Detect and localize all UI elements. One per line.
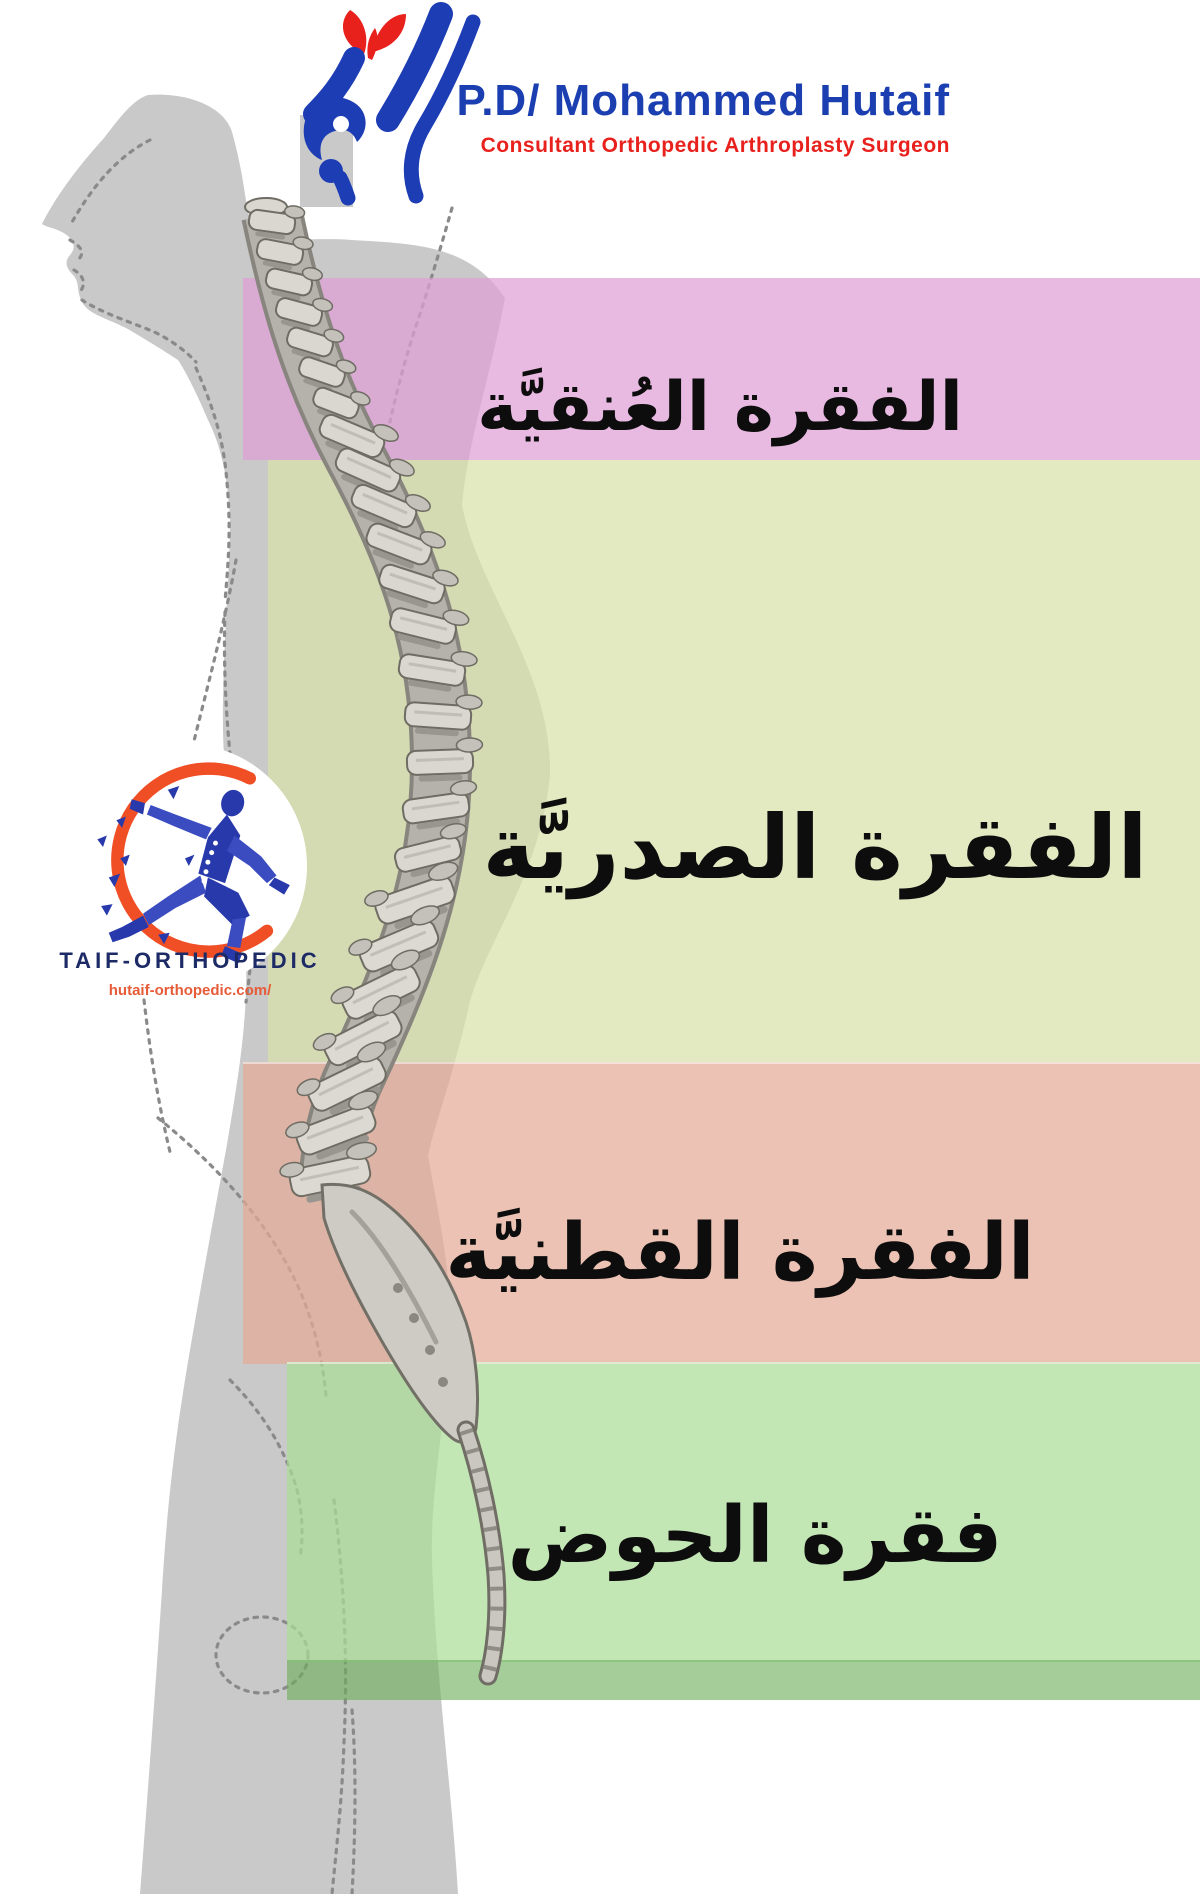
sacrum xyxy=(320,1182,480,1444)
label-lumbar: الفقرة القطنيَّة xyxy=(445,1208,1035,1298)
doctor-name: P.D/ Mohammed Hutaif xyxy=(456,76,950,125)
running-man-figure xyxy=(97,785,290,964)
label-cervical: الفقرة العُنقيَّة xyxy=(477,368,963,447)
clinic-website: hutaif-orthopedic.com/ xyxy=(108,982,272,999)
clinic-name: TAIF-ORTHOPEDIC xyxy=(59,948,321,973)
spinal-column xyxy=(241,197,507,1686)
label-thoracic: الفقرة الصدريَّة xyxy=(482,796,1148,899)
running-man-icon xyxy=(97,762,290,964)
band-cervical xyxy=(243,278,1200,460)
orange-swoosh xyxy=(111,762,274,958)
spine-dots xyxy=(201,840,218,884)
coccyx-tail xyxy=(456,1420,507,1686)
knee-joint-logo-icon xyxy=(303,2,481,206)
band-pelvic-bottom-edge xyxy=(287,1660,1200,1700)
clinic-badge xyxy=(63,744,307,988)
doctor-title: Consultant Orthopedic Arthroplasty Surge… xyxy=(480,134,950,157)
label-pelvic: فقرة الحوض xyxy=(507,1491,1003,1581)
